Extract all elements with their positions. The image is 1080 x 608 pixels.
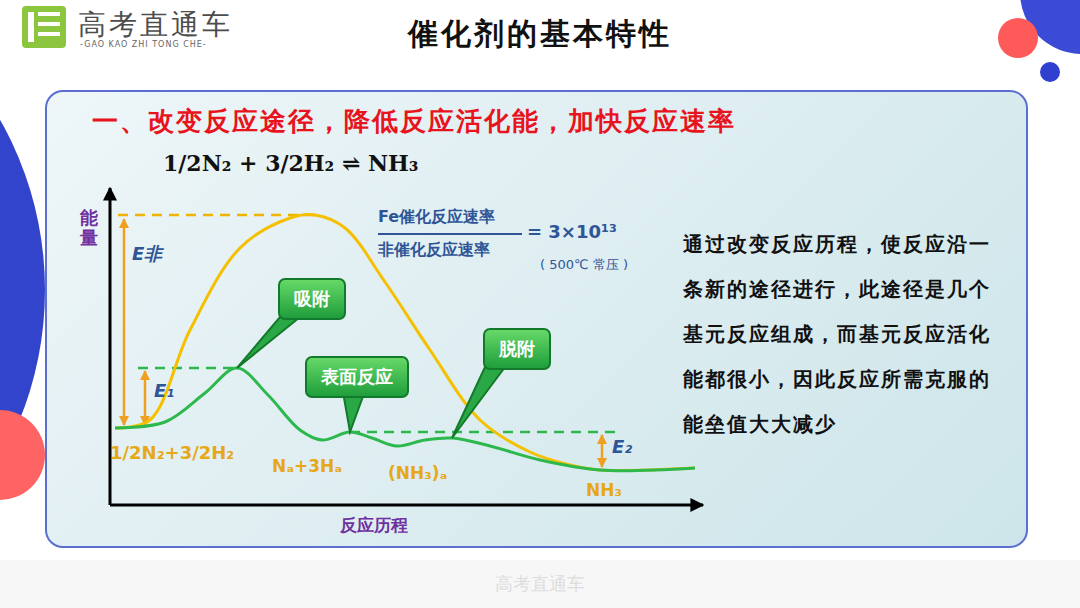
callout-text: 脱附 [499, 338, 535, 359]
energy-label: E₂ [612, 436, 632, 457]
uncatalyzed-curve [115, 214, 695, 470]
energy-label: E非 [132, 242, 162, 266]
callout-tail [344, 395, 364, 432]
level-line [138, 367, 237, 370]
level-line [350, 431, 622, 434]
axis-label: 能量 [80, 208, 98, 248]
state-label: Nₐ+3Hₐ [272, 456, 342, 476]
watermark: 高考直通车 [0, 572, 1080, 596]
ratio-condition: ( 500℃ 常压 ) [540, 256, 628, 274]
callout-tail [452, 367, 505, 438]
ratio-denominator: 非催化反应速率 [378, 240, 490, 261]
state-label: NH₃ [586, 480, 622, 500]
logo-subtitle: -GAO KAO ZHI TONG CHE- [80, 40, 207, 49]
x-axis [110, 504, 703, 507]
ratio-numerator: Fe催化反应速率 [378, 207, 495, 228]
energy-label: E₁ [154, 380, 174, 401]
step-callout: 吸附 [278, 278, 346, 320]
state-label: (NH₃)ₐ [388, 463, 447, 483]
logo-icon [22, 6, 66, 48]
axis-label: 反应历程 [340, 514, 408, 537]
state-label: 1/2N₂+3/2H₂ [110, 442, 234, 463]
logo-text: 高考直通车 [78, 6, 233, 44]
energy-arrow [601, 435, 604, 467]
footer-band [0, 560, 1080, 608]
step-callout: 表面反应 [305, 356, 409, 398]
callout-text: 吸附 [294, 288, 330, 309]
section-heading: 一、改变反应途径，降低反应活化能，加快反应速率 [92, 104, 736, 139]
level-line [118, 214, 318, 217]
red-circle [998, 18, 1038, 58]
step-callout: 脱附 [483, 328, 551, 370]
energy-arrow [144, 371, 147, 425]
reaction-equation: 1/2N₂ + 3/2H₂ ⇌ NH₃ [163, 150, 419, 176]
ratio-value: = 3×10¹³ [527, 221, 617, 242]
blue-arc [0, 0, 45, 608]
callout-text: 表面反应 [321, 366, 393, 387]
energy-arrow [123, 219, 126, 425]
blue-dot [1040, 62, 1060, 82]
callout-tail [237, 317, 300, 368]
red-circle [0, 410, 45, 500]
explanation-text: 通过改变反应历程，使反应沿一条新的途径进行，此途径是几个基元反应组成，而基元反应… [683, 222, 1005, 447]
fraction-bar [378, 233, 522, 235]
